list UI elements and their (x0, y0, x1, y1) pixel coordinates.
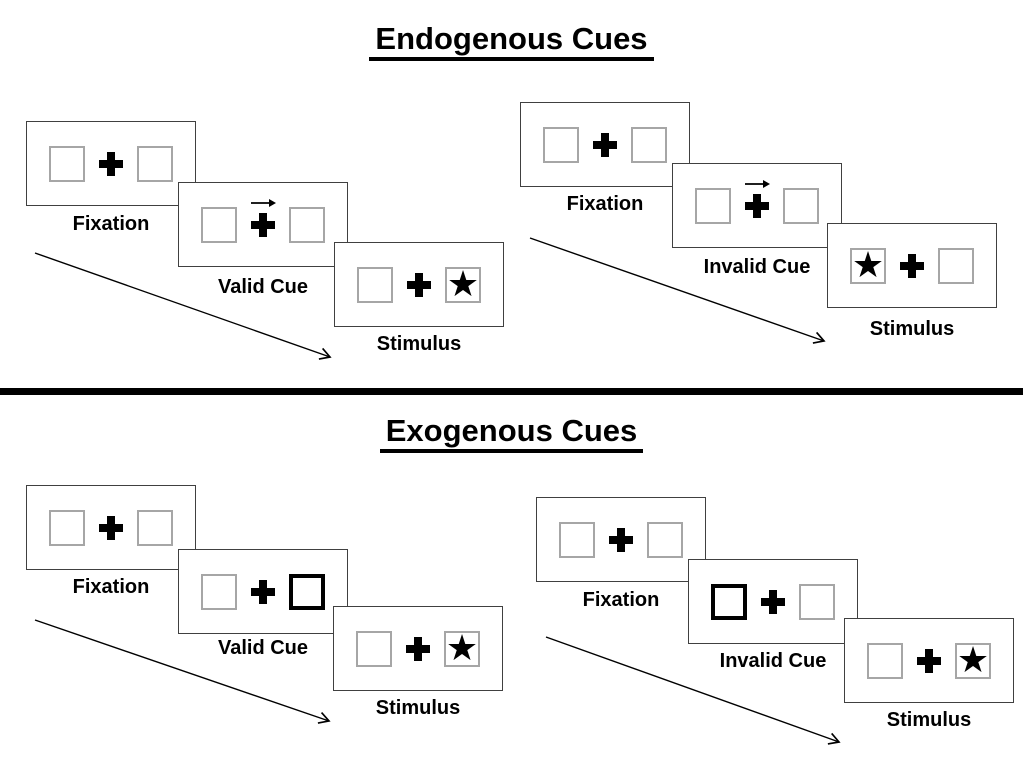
fixation-cross-icon (900, 253, 924, 278)
stimulus-panel: ★ (333, 606, 503, 691)
panel-label: Valid Cue (217, 637, 309, 659)
star-stimulus-icon: ★ (956, 639, 990, 681)
right-box (783, 187, 819, 224)
stimulus-panel: ★ (334, 242, 504, 327)
left-box (49, 145, 85, 182)
panel-label: Stimulus (376, 333, 462, 355)
right-box: ★ (955, 639, 991, 681)
timeline-arrow-endogenous-invalid (529, 237, 826, 344)
section-title-text: Endogenous Cues (369, 21, 654, 62)
left-box (867, 642, 903, 679)
right-box: ★ (445, 263, 481, 305)
fixation-cross-icon (761, 589, 785, 614)
stimulus-panel: ★ (844, 618, 1014, 703)
cue-panel (688, 559, 858, 644)
fixation-cross-icon (251, 212, 275, 237)
star-stimulus-icon: ★ (445, 627, 479, 669)
left-box (543, 126, 579, 163)
fixation-panel (536, 497, 706, 582)
timeline-arrow-exogenous-valid (34, 619, 331, 724)
left-box (559, 521, 595, 558)
panel-label: Invalid Cue (719, 650, 827, 672)
fixation-cross-icon (609, 527, 633, 552)
section-title-endogenous: Endogenous Cues (0, 21, 1023, 62)
panel-label: Stimulus (886, 709, 972, 731)
left-box-highlighted (711, 583, 747, 620)
star-stimulus-icon: ★ (851, 244, 885, 286)
right-box (799, 583, 835, 620)
panel-label: Valid Cue (217, 276, 309, 298)
timeline-arrow-endogenous-valid (34, 252, 332, 360)
left-box (201, 206, 237, 243)
left-box (201, 573, 237, 610)
panel-label: Stimulus (375, 697, 461, 719)
section-title-text: Exogenous Cues (379, 413, 644, 454)
panel-label: Stimulus (869, 318, 955, 340)
fixation-panel (26, 121, 196, 206)
fixation-cross-icon (99, 515, 123, 540)
panel-label: Fixation (72, 213, 150, 235)
right-box (137, 509, 173, 546)
panel-label: Fixation (72, 576, 150, 598)
right-box (631, 126, 667, 163)
left-box (356, 630, 392, 667)
right-box: ★ (444, 627, 480, 669)
right-box-highlighted (289, 573, 325, 610)
left-box (695, 187, 731, 224)
right-box (289, 206, 325, 243)
fixation-panel (26, 485, 196, 570)
stimulus-panel: ★ (827, 223, 997, 308)
cue-arrow-right-icon (251, 199, 276, 207)
left-box (49, 509, 85, 546)
cue-panel (672, 163, 842, 248)
cue-panel (178, 549, 348, 634)
fixation-cross-icon (251, 579, 275, 604)
fixation-cross-icon (593, 132, 617, 157)
fixation-cross-icon (406, 636, 430, 661)
fixation-panel (520, 102, 690, 187)
panel-label: Fixation (582, 589, 660, 611)
left-box (357, 266, 393, 303)
cue-panel (178, 182, 348, 267)
star-stimulus-icon: ★ (446, 263, 480, 305)
right-box (647, 521, 683, 558)
section-title-exogenous: Exogenous Cues (0, 413, 1023, 454)
section-divider (0, 388, 1023, 395)
fixation-cross-icon (99, 151, 123, 176)
right-box (137, 145, 173, 182)
fixation-cross-icon (407, 272, 431, 297)
left-box: ★ (850, 244, 886, 286)
right-box (938, 247, 974, 284)
cue-arrow-right-icon (745, 180, 770, 188)
panel-label: Invalid Cue (703, 256, 811, 278)
panel-label: Fixation (566, 193, 644, 215)
fixation-cross-icon (745, 193, 769, 218)
fixation-cross-icon (917, 648, 941, 673)
